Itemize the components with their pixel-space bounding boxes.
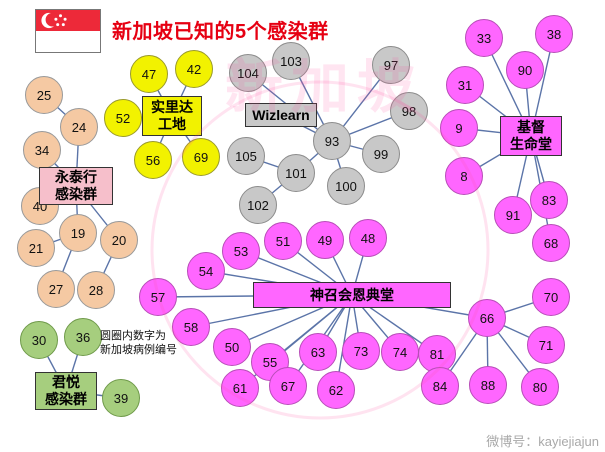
case-node-48: 48 [349, 219, 387, 257]
case-node-101: 101 [277, 154, 315, 192]
case-node-71: 71 [527, 326, 565, 364]
case-node-25: 25 [25, 76, 63, 114]
case-node-104: 104 [229, 54, 267, 92]
case-node-73: 73 [342, 332, 380, 370]
case-node-84: 84 [421, 367, 459, 405]
case-node-88: 88 [469, 366, 507, 404]
case-node-67: 67 [269, 367, 307, 405]
case-node-42: 42 [175, 50, 213, 88]
cluster-label-text: 生命堂 [510, 136, 552, 152]
case-node-68: 68 [532, 224, 570, 262]
cluster-label-seletar: 实里达工地 [142, 96, 202, 136]
case-node-58: 58 [172, 308, 210, 346]
legend-note: 圆圈内数字为 新加坡病例编号 [100, 329, 177, 357]
legend-note-line-1: 圆圈内数字为 [100, 330, 166, 342]
case-node-90: 90 [506, 51, 544, 89]
cluster-label-grandhyatt: 君悦感染群 [35, 372, 97, 410]
case-node-61: 61 [221, 369, 259, 407]
cluster-label-text: 基督 [517, 119, 545, 136]
case-node-81: 81 [418, 335, 456, 373]
case-node-56: 56 [134, 141, 172, 179]
cluster-label-lifechurch: 基督生命堂 [500, 116, 562, 156]
case-node-34: 34 [23, 131, 61, 169]
case-node-19: 19 [59, 214, 97, 252]
case-node-98: 98 [390, 92, 428, 130]
case-node-69: 69 [182, 138, 220, 176]
case-node-20: 20 [100, 221, 138, 259]
case-node-39: 39 [102, 379, 140, 417]
case-node-31: 31 [446, 66, 484, 104]
case-node-49: 49 [306, 221, 344, 259]
case-node-63: 63 [299, 333, 337, 371]
case-node-54: 54 [187, 252, 225, 290]
case-node-70: 70 [532, 278, 570, 316]
case-node-24: 24 [60, 108, 98, 146]
cluster-label-yongtaihang: 永泰行感染群 [39, 167, 113, 205]
cluster-label-wizlearn: Wizlearn [245, 103, 317, 127]
cluster-label-text: 神召会恩典堂 [310, 286, 394, 303]
page-title: 新加坡已知的5个感染群 [112, 21, 329, 43]
case-node-105: 105 [227, 137, 265, 175]
case-node-50: 50 [213, 328, 251, 366]
case-node-102: 102 [239, 186, 277, 224]
case-node-99: 99 [362, 135, 400, 173]
cluster-label-text: 感染群 [45, 391, 87, 407]
case-node-9: 9 [440, 109, 478, 147]
case-node-74: 74 [381, 333, 419, 371]
case-node-80: 80 [521, 368, 559, 406]
case-node-103: 103 [272, 42, 310, 80]
case-node-52: 52 [104, 99, 142, 137]
case-node-83: 83 [530, 181, 568, 219]
case-node-66: 66 [468, 299, 506, 337]
case-node-27: 27 [37, 270, 75, 308]
case-node-93: 93 [313, 122, 351, 160]
case-node-62: 62 [317, 371, 355, 409]
case-node-53: 53 [222, 232, 260, 270]
case-node-100: 100 [327, 167, 365, 205]
case-node-8: 8 [445, 157, 483, 195]
cluster-label-text: Wizlearn [252, 106, 310, 123]
weibo-watermark: 微博号：kayiejiajun [486, 434, 599, 449]
case-node-21: 21 [17, 229, 55, 267]
cluster-label-text: 永泰行 [55, 169, 97, 186]
case-node-47: 47 [130, 55, 168, 93]
singapore-flag [35, 9, 101, 53]
case-node-30: 30 [20, 321, 58, 359]
cluster-label-text: 工地 [158, 116, 186, 132]
singapore-flag-icon [35, 9, 101, 53]
case-node-51: 51 [264, 222, 302, 260]
case-node-91: 91 [494, 196, 532, 234]
case-node-33: 33 [465, 19, 503, 57]
cluster-label-text: 实里达 [151, 99, 193, 116]
cluster-label-text: 感染群 [55, 186, 97, 202]
case-node-57: 57 [139, 278, 177, 316]
cluster-label-graceassembly: 神召会恩典堂 [253, 282, 451, 308]
case-node-97: 97 [372, 46, 410, 84]
legend-note-line-2: 新加坡病例编号 [100, 344, 177, 356]
case-node-36: 36 [64, 318, 102, 356]
case-node-38: 38 [535, 15, 573, 53]
case-node-28: 28 [77, 271, 115, 309]
cluster-label-text: 君悦 [52, 374, 80, 391]
